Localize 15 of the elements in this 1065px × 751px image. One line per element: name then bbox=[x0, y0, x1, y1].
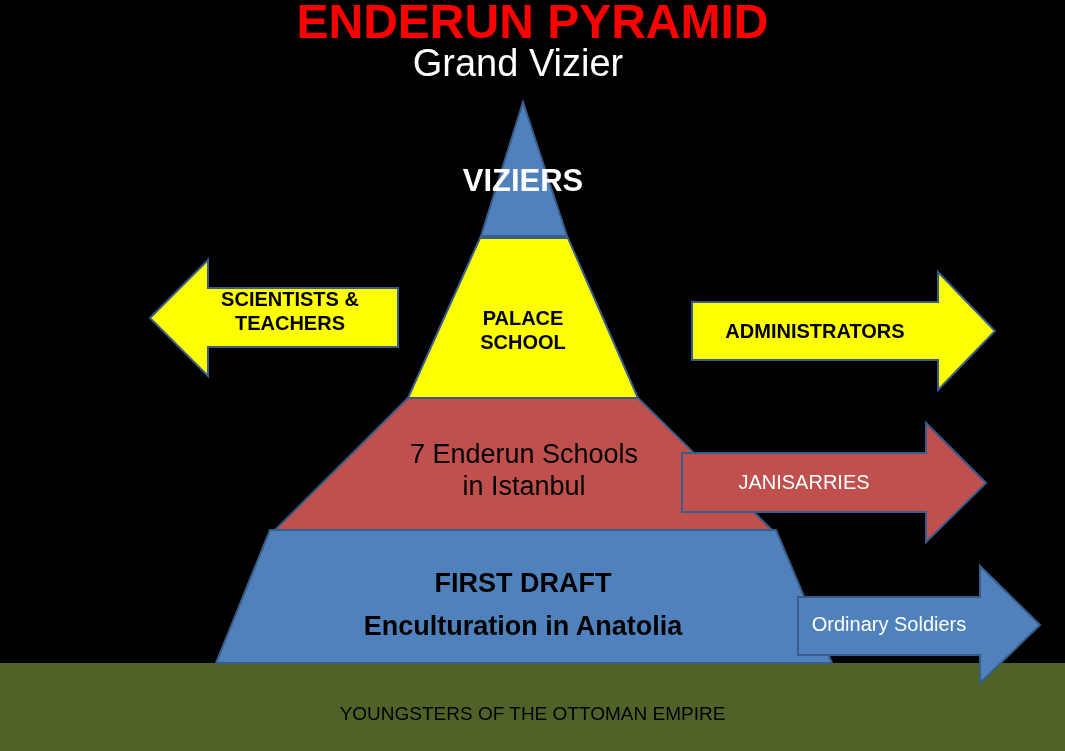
shape-label: 7 Enderun Schools in Istanbul bbox=[408, 438, 640, 503]
pyramid-tier bbox=[408, 238, 638, 398]
shape-label: SCIENTISTS & TEACHERS bbox=[220, 287, 360, 335]
shape-label: Ordinary Soldiers bbox=[810, 612, 968, 636]
ground-band bbox=[0, 663, 1065, 751]
shape-label: Enculturation in Anatolia bbox=[362, 610, 684, 643]
pointed-banner bbox=[798, 566, 1040, 683]
shape-label: JANISARRIES bbox=[737, 470, 871, 494]
tier-heading: FIRST DRAFT bbox=[433, 567, 613, 600]
pointed-banner bbox=[150, 260, 398, 376]
shape-label: ADMINISTRATORS bbox=[724, 319, 906, 343]
pointed-banner bbox=[682, 423, 986, 542]
shape-label: YOUNGSTERS OF THE OTTOMAN EMPIRE bbox=[338, 703, 727, 726]
pointed-banner bbox=[692, 272, 995, 390]
shape-label: PALACE SCHOOL bbox=[479, 306, 567, 354]
